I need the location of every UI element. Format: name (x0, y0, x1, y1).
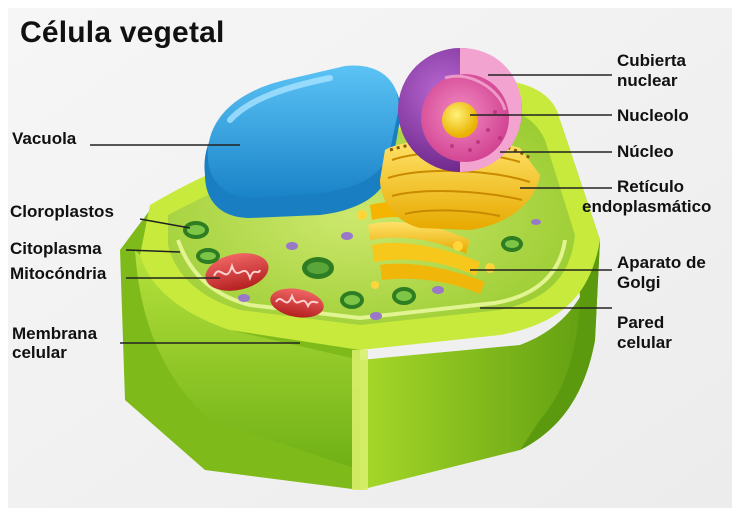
label-cloroplastos: Cloroplastos (10, 203, 114, 221)
label-aparato-line1: Aparato de (617, 254, 706, 272)
chloroplast (183, 221, 209, 239)
chloroplast (501, 236, 523, 252)
label-mitocondria: Mitocóndria (10, 265, 106, 283)
label-citoplasma: Citoplasma (10, 240, 102, 258)
label-nucleolo: Nucleolo (617, 107, 689, 125)
chloroplast (302, 257, 334, 279)
chloroplast (340, 291, 364, 309)
label-cubierta-line1: Cubierta (617, 52, 686, 70)
chloroplast (392, 287, 416, 305)
chloroplast (196, 248, 220, 264)
label-vacuola: Vacuola (12, 130, 76, 148)
label-aparato-line2: Golgi (617, 274, 660, 292)
label-pared-line1: Pared (617, 314, 664, 332)
nucleolus (442, 102, 478, 138)
label-reticulo-line2: endoplasmático (582, 198, 711, 216)
label-reticulo-line1: Retículo (617, 178, 684, 196)
label-pared-line2: celular (617, 334, 672, 352)
label-cubierta-line2: nuclear (617, 72, 677, 90)
nucleus (398, 48, 522, 172)
label-membrana-line2: celular (12, 344, 67, 362)
label-nucleo: Núcleo (617, 143, 674, 161)
diagram-title: Célula vegetal (20, 16, 225, 50)
label-membrana-line1: Membrana (12, 325, 97, 343)
